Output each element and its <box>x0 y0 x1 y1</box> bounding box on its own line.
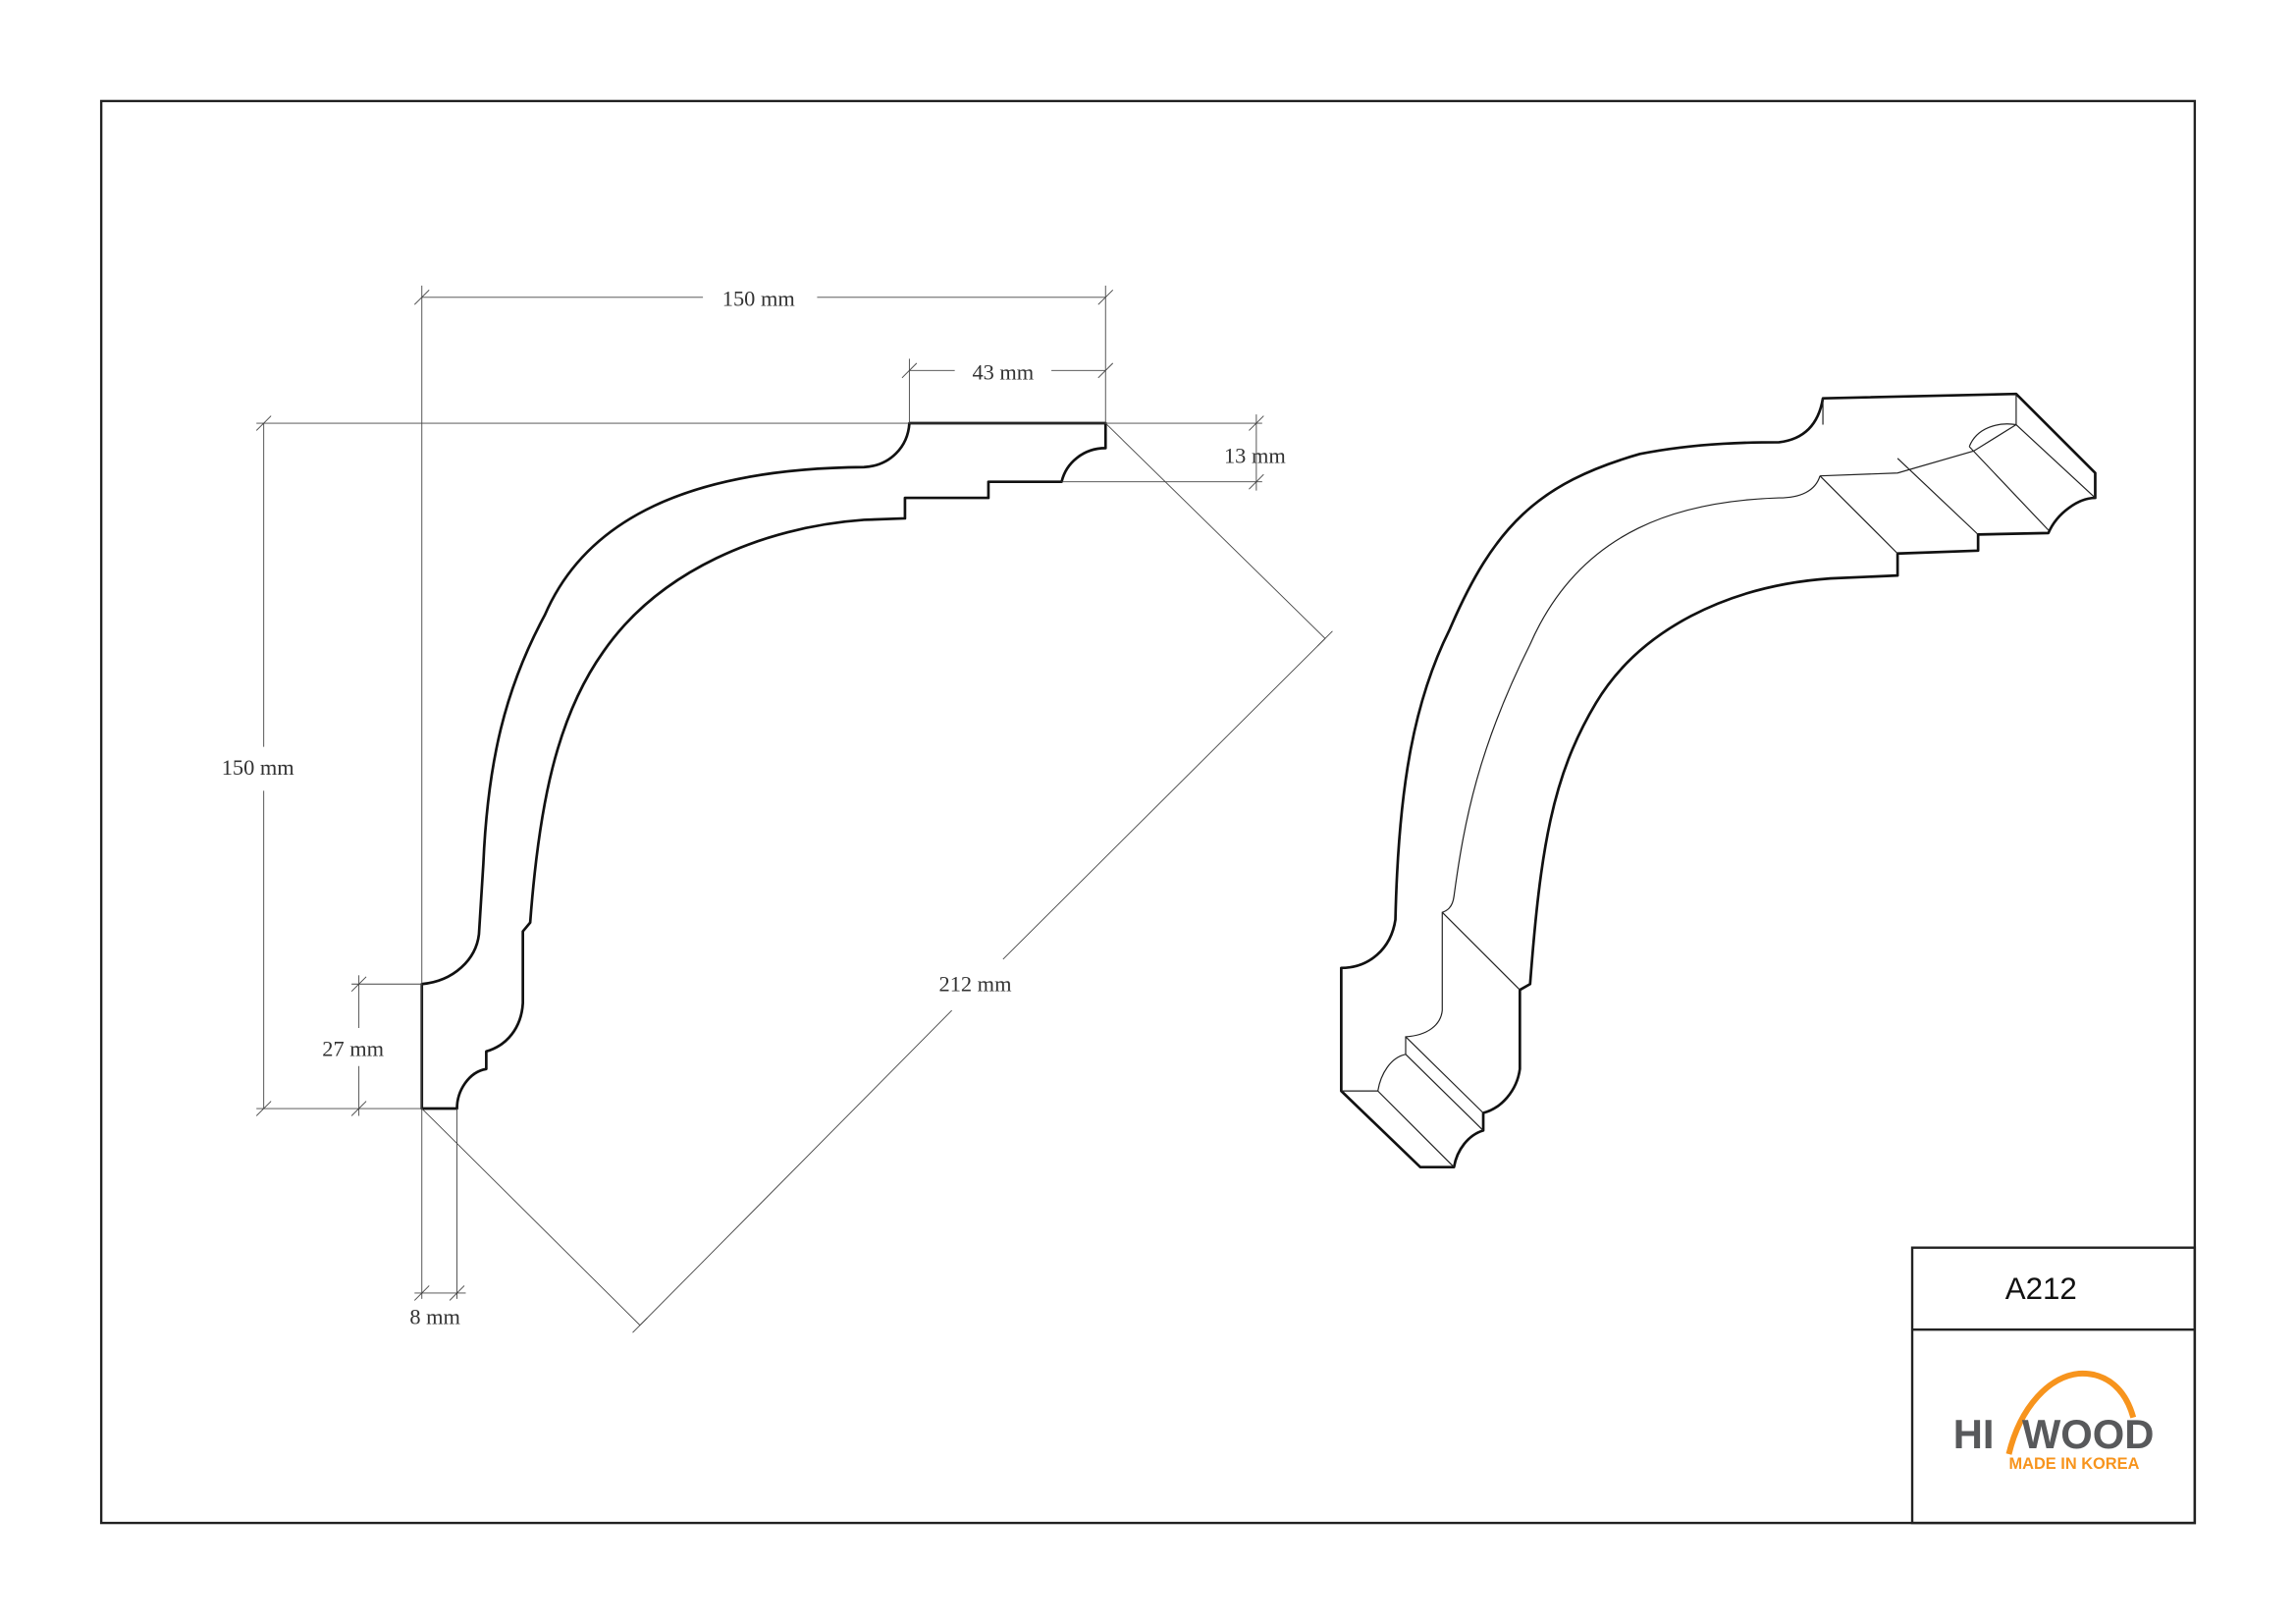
logo-tagline: MADE IN KOREA <box>2008 1455 2139 1473</box>
logo-brand-left: HI <box>1953 1411 1995 1457</box>
cornice-profile-section <box>420 421 1107 1110</box>
dim-top-flat: 43 mm <box>972 359 1034 384</box>
dim-bottom-step: 8 mm <box>409 1304 460 1328</box>
dim-height: 150 mm <box>222 755 295 780</box>
cornice-3d-view <box>1340 392 2097 1169</box>
title-block: A212 HI WOOD MADE IN KOREA <box>1910 1246 2197 1525</box>
drawing-frame <box>99 99 2197 1525</box>
hiwood-logo: HI WOOD MADE IN KOREA <box>1953 1370 2155 1473</box>
dimension-ticks <box>255 289 1333 1333</box>
dim-top-width: 150 mm <box>722 287 796 311</box>
dim-top-step: 13 mm <box>1224 443 1286 467</box>
dim-diagonal: 212 mm <box>939 972 1013 997</box>
product-code: A212 <box>2005 1272 2077 1306</box>
logo-brand-right: WOOD <box>2022 1411 2155 1457</box>
dim-bottom-flat: 27 mm <box>322 1036 384 1060</box>
dimension-lines <box>256 285 1326 1326</box>
